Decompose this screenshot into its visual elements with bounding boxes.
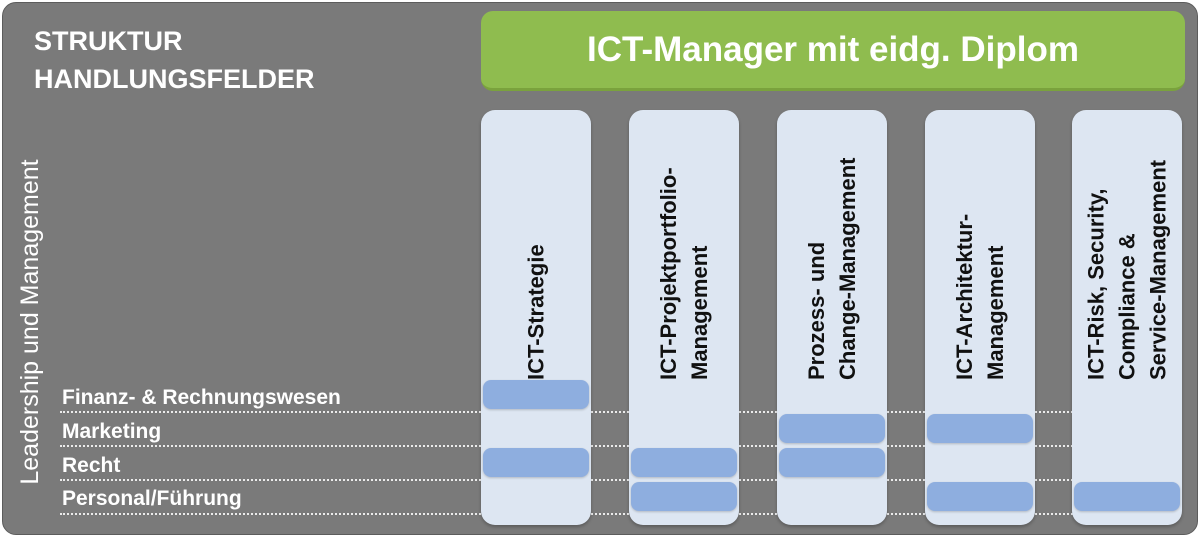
diagram-heading: STRUKTUR HANDLUNGSFELDER — [34, 22, 315, 98]
side-label: Leadership und Management — [16, 159, 44, 485]
column-title-text: ICT-Architektur-Management — [949, 120, 1011, 380]
column-title-line: ICT-Risk, Security, — [1083, 188, 1109, 380]
field-column: ICT-Risk, Security,Compliance &Service-M… — [1072, 110, 1182, 525]
column-title-text: ICT-Projektportfolio-Management — [653, 120, 715, 380]
row-label: Marketing — [62, 420, 162, 443]
column-title-line: Management — [983, 245, 1008, 380]
row-label: Finanz- & Rechnungswesen — [62, 386, 341, 409]
column-title-line: Management — [687, 245, 712, 380]
row-label: Recht — [62, 454, 121, 477]
relevance-bar — [779, 414, 885, 443]
title-banner: ICT-Manager mit eidg. Diplom — [481, 11, 1185, 91]
relevance-bar — [483, 380, 589, 409]
row-label: Personal/Führung — [62, 487, 242, 510]
row-divider — [60, 445, 1168, 447]
relevance-bar — [631, 482, 737, 511]
relevance-bar — [1074, 482, 1180, 511]
row-divider — [60, 479, 1168, 481]
relevance-bar — [927, 482, 1033, 511]
heading-line-1: STRUKTUR — [34, 26, 183, 56]
relevance-bar — [779, 448, 885, 477]
field-column: ICT-Architektur-Management — [925, 110, 1035, 525]
row-divider — [60, 513, 1168, 515]
column-title-line: Change-Management — [835, 157, 860, 380]
relevance-bar — [631, 448, 737, 477]
heading-line-2: HANDLUNGSFELDER — [34, 64, 315, 94]
column-title-text: ICT-Risk, Security,Compliance &Service-M… — [1081, 120, 1174, 380]
relevance-bar — [927, 414, 1033, 443]
column-title-line: ICT-Architektur- — [952, 213, 977, 380]
column-title-line: Prozess- und — [804, 241, 829, 380]
relevance-bar — [483, 448, 589, 477]
column-title-line: Service-Management — [1145, 159, 1171, 380]
row-divider — [60, 411, 1168, 413]
column-title-line: ICT-Strategie — [523, 244, 549, 380]
column-title-text: ICT-Strategie — [521, 120, 552, 380]
column-title-line: Compliance & — [1114, 233, 1140, 380]
column-title-line: ICT-Projektportfolio- — [656, 167, 681, 380]
